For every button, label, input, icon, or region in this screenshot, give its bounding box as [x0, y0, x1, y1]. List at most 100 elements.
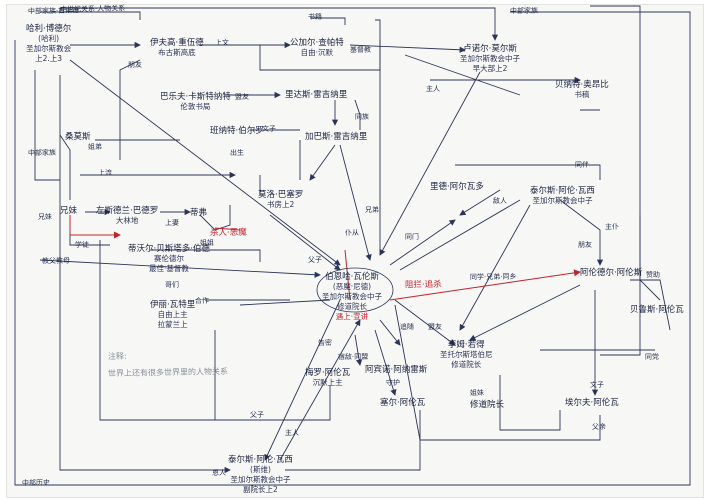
node-affiliation: 圣加尔斯教会中子: [322, 292, 382, 301]
node-role: 最佳·基督教: [149, 264, 189, 273]
node-name: 巴乐夫·卡斯特纳特: [160, 92, 231, 102]
edge-label: 中部家族: [27, 148, 57, 158]
edge-red: [214, 227, 241, 231]
node-verbotene: 塞尔·阿伦瓦: [380, 398, 425, 408]
edge: [264, 299, 341, 461]
edge-label: 盟友: [234, 92, 250, 102]
edge: [14, 11, 691, 486]
edge: [40, 11, 141, 20]
edge-label: 主人: [425, 84, 441, 94]
node-name: 塞尔·阿伦瓦: [380, 398, 426, 408]
node-outline: [316, 267, 394, 313]
edge-label: 父子: [307, 255, 323, 265]
node-name: 桑莫斯: [65, 132, 91, 142]
edge-label: 宿敌·同盟: [337, 352, 369, 362]
edge: [34, 70, 60, 181]
edge: [279, 319, 361, 461]
node-affiliation: 布古斯高底: [158, 48, 196, 57]
edge: [285, 410, 421, 471]
node-name: 加巴斯·雷吉纳里: [305, 132, 368, 142]
edge: [455, 164, 601, 180]
edge-red: [69, 215, 121, 239]
edge: [379, 71, 481, 256]
edge-label: 哥们: [164, 280, 180, 290]
node-mae: 伊丽·瓦特里 自由上主 拉蒙兰上: [150, 300, 195, 330]
node-center: 伯恩哈·瓦伦斯 (恶魔·尼德) 圣加尔斯教会中子 修道院长 遇上·宣讲: [322, 272, 382, 322]
node-affiliation: 大林地: [115, 216, 139, 225]
red-edges: [69, 215, 581, 301]
node-name: 蒂弗: [190, 208, 208, 218]
edge: [39, 259, 321, 278]
edge: [354, 334, 363, 366]
node-affiliation: 圣加尔斯教会中子: [230, 475, 291, 484]
edge-label: 上文: [214, 38, 230, 48]
edge: [399, 199, 521, 271]
node-ailon: 贝鲁斯·阿伦瓦: [630, 305, 684, 315]
node-name: 贝鲁斯·阿伦瓦: [630, 305, 684, 315]
corner-label-bottom: 中部历史: [21, 478, 51, 488]
node-name: 李姆·若得: [447, 340, 485, 350]
node-cabin: 加巴斯·雷吉纳里: [305, 132, 367, 142]
node-alias: (斯维): [250, 465, 271, 474]
edge-label: 同门: [404, 232, 420, 242]
node-eve: 班纳特·伯尔罗: [210, 126, 264, 136]
edge-label: 守护: [385, 378, 401, 388]
edge: [339, 144, 372, 261]
edge: [590, 5, 641, 356]
node-name: 梅罗·阿伦瓦: [305, 368, 351, 378]
node-affiliation: 圣托尔斯塔伯尼: [440, 350, 493, 359]
node-ten: 蒂弗: [190, 208, 207, 218]
node-affiliation: 伦敦书局: [180, 102, 211, 111]
node-affiliation: 圣加尔斯教会: [26, 44, 72, 53]
edge-label: 教父教母: [41, 256, 71, 266]
node-leftcluster: 左斯德兰·巴德罗 大林地: [96, 206, 158, 226]
edge-label: 恩人: [211, 468, 227, 478]
edge: [239, 299, 331, 306]
edge-red: [389, 269, 581, 301]
node-forbes: 阿宾诺·阿纳雷斯: [365, 365, 427, 375]
edge: [404, 54, 521, 96]
node-affiliation: 圣加尔斯教会中子: [532, 196, 593, 205]
node-harry: 哈利·博德尔 (哈利) 圣加尔斯教会 上2.上3: [26, 24, 71, 64]
edge-label: 同伴: [574, 160, 590, 170]
node-name: 泰尔斯·阿伦·瓦西: [228, 455, 293, 465]
node-raph: 阿伦德尔·阿伦斯: [580, 268, 642, 278]
node-oulanggu: 贝纳特·奥昂比 书稿: [555, 80, 609, 100]
node-name: 伊丽·瓦特里: [150, 300, 196, 310]
corner-label-top: 中世纪关系·人物关系: [59, 4, 126, 14]
edge: [480, 415, 601, 441]
node-bean: 泰尔斯·阿伦·瓦西 圣加尔斯教会中子: [530, 186, 595, 206]
node-trip: 里德·阿尔瓦多: [430, 182, 484, 192]
edge-label: 上妻: [164, 218, 180, 228]
node-name: 伊夫高·重伍德: [150, 38, 204, 48]
node-name: 兄妹: [60, 206, 78, 216]
edge-label: 告密: [317, 338, 333, 348]
edge-red: [344, 249, 351, 301]
node-role: 上2.上3: [35, 54, 63, 63]
node-tiaoweng: 里达斯·雷吉纳里: [285, 90, 347, 100]
node-teahouse: 巴乐夫·卡斯特纳特 伦敦书局: [160, 92, 231, 112]
edge-label: 朋友: [127, 60, 143, 70]
edge: [310, 17, 346, 25]
edge-label: 赞助: [645, 270, 661, 280]
node-name: 左斯德兰·巴德罗: [96, 206, 159, 216]
edge-label: 同学·兄弟·同乡: [469, 272, 517, 282]
edge: [394, 299, 456, 346]
edge: [269, 214, 341, 271]
node-pickwell: 伊夫高·重伍德 布古斯高底: [150, 38, 204, 58]
node-affiliation: 圣加尔斯教会中子: [460, 54, 520, 63]
node-affiliation: 书房上2: [266, 200, 295, 209]
node-name: 伯恩哈·瓦伦斯: [325, 272, 379, 282]
edge: [630, 279, 671, 331]
edge: [469, 284, 581, 341]
edge-label: 父子: [249, 410, 265, 420]
node-name: 埃尔夫·阿伦瓦: [565, 398, 619, 408]
edge: [200, 249, 261, 262]
edge: [459, 204, 531, 331]
node-mono: 泰尔斯·阿伦·瓦西 (斯维) 圣加尔斯教会中子 副院长上2: [228, 455, 293, 495]
node-name: 莫洛·巴塞罗: [258, 190, 304, 200]
edge-label: 兄妹: [37, 212, 53, 222]
node-role: 副院长上2: [243, 485, 278, 494]
node-dukes: 修道院长: [470, 400, 504, 410]
